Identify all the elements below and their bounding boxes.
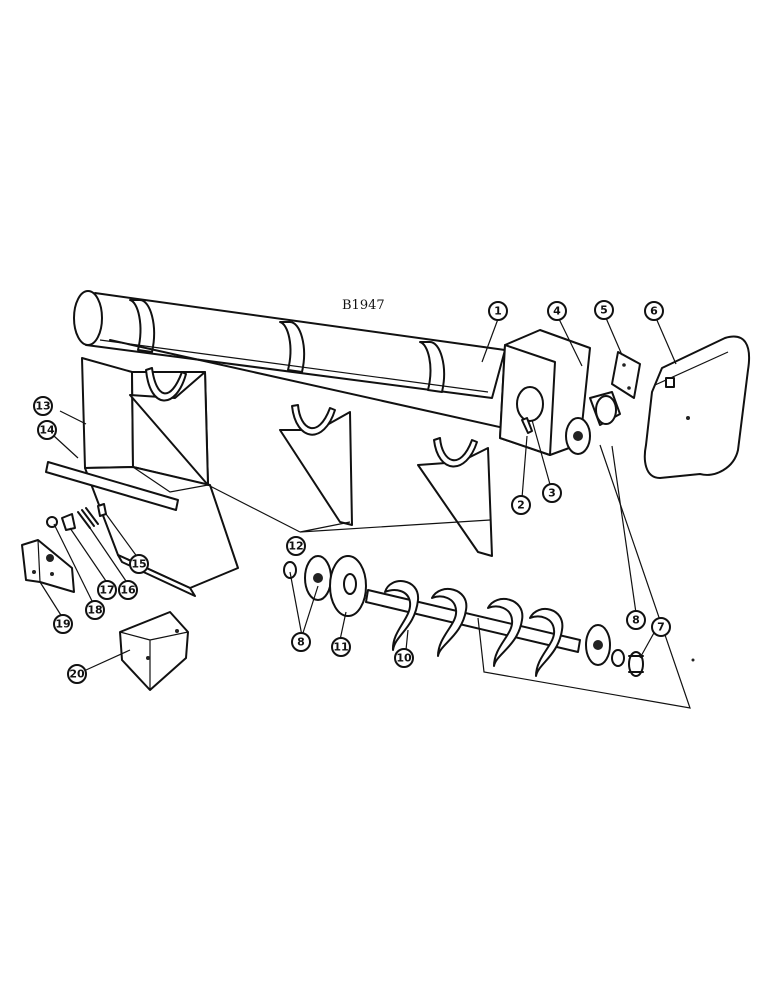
gear-shield [643, 335, 750, 479]
bearing-flange-left [283, 555, 332, 601]
svg-text:8: 8 [297, 636, 305, 649]
svg-text:5: 5 [600, 304, 608, 317]
svg-text:19: 19 [55, 618, 70, 631]
callout-13: 13 [33, 396, 53, 416]
svg-text:18: 18 [87, 604, 102, 617]
svg-text:13: 13 [35, 400, 50, 413]
washer-9 [611, 649, 625, 667]
callout-3: 3 [542, 483, 562, 503]
drive-hub [565, 391, 621, 455]
gearbox-housing [499, 329, 591, 456]
leader-lines [39, 317, 691, 709]
callout-15: 15 [129, 554, 149, 574]
callout-19: 19 [53, 614, 73, 634]
mounting-plate [611, 351, 641, 399]
hanger-bracket-3 [417, 437, 493, 557]
bearing-flange-right [585, 624, 611, 666]
svg-text:15: 15 [131, 558, 146, 571]
auger-tube [73, 290, 506, 399]
callout-12: 12 [286, 536, 306, 556]
auger-flighting [365, 580, 581, 677]
svg-text:14: 14 [39, 424, 55, 437]
svg-text:17: 17 [99, 584, 114, 597]
callout-2: 2 [511, 495, 531, 515]
svg-text:3: 3 [548, 487, 556, 500]
callout-16: 16 [118, 580, 138, 600]
hinge-bracket [21, 539, 75, 593]
callout-17: 17 [97, 580, 117, 600]
svg-text:11: 11 [333, 641, 348, 654]
callout-18: 18 [85, 600, 105, 620]
svg-text:16: 16 [120, 584, 136, 597]
svg-text:2: 2 [517, 499, 525, 512]
callout-1: 1 [488, 301, 508, 321]
callout-11: 11 [331, 637, 351, 657]
svg-text:8: 8 [632, 614, 640, 627]
speck-mark [691, 658, 695, 662]
callout-14: 14 [37, 420, 57, 440]
disc-plate [329, 555, 367, 617]
callout-7: 7 [651, 617, 671, 637]
sprocket-7 [628, 651, 644, 677]
callout-20: 20 [67, 664, 87, 684]
corner-bracket [119, 611, 189, 691]
hanger-bracket-2 [279, 404, 353, 526]
svg-text:10: 10 [396, 652, 412, 665]
callout-4: 4 [547, 301, 567, 321]
svg-text:20: 20 [69, 668, 85, 681]
drawing-reference-code: B1947 [342, 298, 385, 313]
svg-text:6: 6 [650, 305, 658, 318]
svg-text:1: 1 [494, 305, 502, 318]
svg-text:4: 4 [553, 305, 561, 318]
callout-10: 10 [394, 648, 414, 668]
callout-8-left: 8 [291, 632, 311, 652]
strap-bar [45, 461, 179, 511]
svg-text:7: 7 [657, 621, 665, 634]
svg-text:12: 12 [288, 540, 303, 553]
callout-5: 5 [594, 300, 614, 320]
hanger-bracket-1 [129, 367, 209, 486]
callout-6: 6 [644, 301, 664, 321]
callout-8-right: 8 [626, 610, 646, 630]
bolt-spring-set [46, 503, 107, 531]
